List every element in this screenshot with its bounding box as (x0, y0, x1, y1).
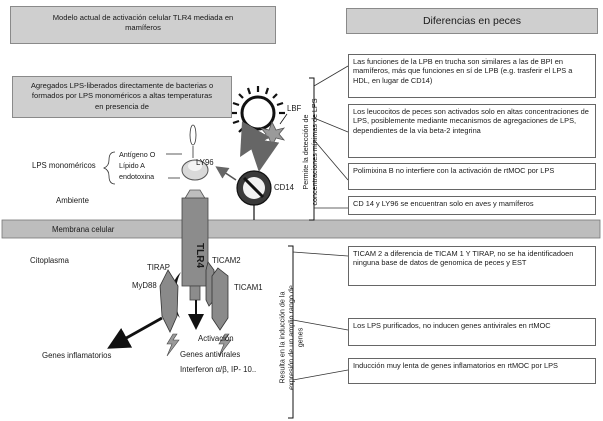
lps-monomericos-label: LPS monoméricos (32, 161, 96, 170)
difference-box: Polimixina B no interfiere con la activa… (348, 163, 596, 190)
difference-text: TICAM 2 a diferencia de TICAM 1 Y TIRAP,… (353, 249, 574, 268)
bracket-top-caption: Permite la detección de concentraciones … (301, 98, 319, 206)
difference-text: Los LPS purificados, no inducen genes an… (353, 321, 551, 330)
difference-box: CD 14 y LY96 se encuentran solo en aves … (348, 196, 596, 215)
ambiente-label: Ambiente (56, 196, 89, 205)
myd88-label: MyD88 (132, 281, 157, 290)
difference-box: Los leucocitos de peces son activados so… (348, 104, 596, 158)
lps-aggregates-text: Agregados LPS-liberados directamente de … (30, 81, 214, 111)
myd88-icon (159, 269, 179, 333)
endotoxina-label: endotoxina (119, 172, 155, 181)
tlr4-label: TLR4 (194, 243, 205, 268)
difference-text: CD 14 y LY96 se encuentran solo en aves … (353, 199, 534, 208)
difference-text: Las funciones de la LPB en trucha son si… (353, 57, 573, 85)
genes-antivirales-label: Genes antivirales (180, 350, 241, 359)
ticam1-icon (211, 267, 229, 331)
cd14-icon (236, 170, 272, 220)
difference-text: Inducción muy lenta de genes inflamatori… (353, 361, 558, 370)
antigeno-o-label: Antígeno O (119, 150, 156, 159)
header-right-box: Diferencias en peces (346, 8, 598, 34)
difference-box: TICAM 2 a diferencia de TICAM 1 Y TIRAP,… (348, 246, 596, 286)
ticam1-label: TICAM1 (234, 283, 263, 292)
tirap-label: TIRAP (147, 263, 170, 272)
lipido-a-label: Lípido A (119, 161, 145, 170)
cd14-label: CD14 (274, 183, 294, 192)
difference-text: Polimixina B no interfiere con la activa… (353, 166, 555, 175)
interferon-label: Interferon α/β, IP- 10.. (180, 365, 257, 374)
tlr4-receptor (181, 197, 209, 287)
membrana-label: Membrana celular (52, 225, 115, 234)
header-right-title: Diferencias en peces (422, 15, 522, 27)
difference-box: Las funciones de la LPB en trucha son si… (348, 54, 596, 98)
lbf-label: LBF (287, 104, 302, 113)
cell-membrane (1, 219, 601, 239)
lps-aggregates-box: Agregados LPS-liberados directamente de … (12, 76, 232, 118)
difference-box: Los LPS purificados, no inducen genes an… (348, 318, 596, 346)
citoplasma-label: Citoplasma (30, 256, 69, 265)
ticam2-label: TICAM2 (212, 256, 241, 265)
header-left-box: Modelo actual de activación celular TLR4… (10, 6, 276, 44)
difference-box: Inducción muy lenta de genes inflamatori… (348, 358, 596, 384)
genes-inflamatorios-label: Genes inflamatorios (42, 351, 112, 360)
header-left-title: Modelo actual de activación celular TLR4… (52, 13, 234, 33)
activacion-label: Activación (198, 334, 234, 343)
ly96-label: LY96 (196, 158, 214, 167)
ly96-icon (181, 124, 209, 181)
difference-text: Los leucocitos de peces son activados so… (353, 107, 589, 135)
bracket-bottom-caption: Resulta en la inducción de la expresión … (277, 285, 305, 390)
